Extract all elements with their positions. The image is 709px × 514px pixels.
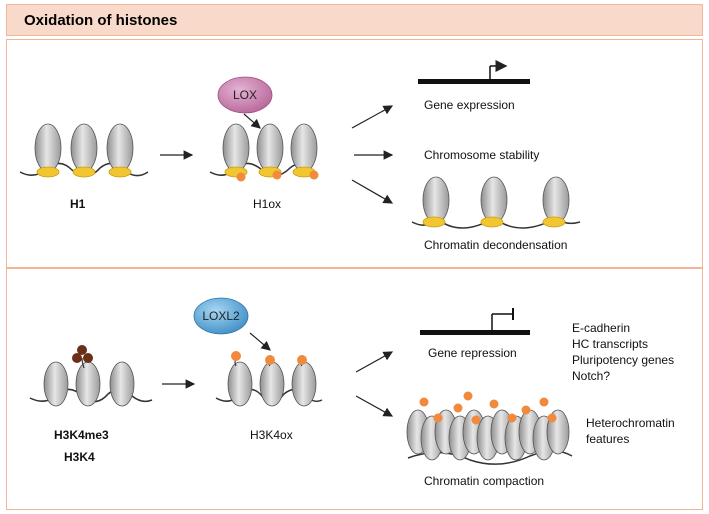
- chromosome-stability-label: Chromosome stability: [424, 148, 540, 162]
- oxidation-mark: [236, 172, 246, 182]
- nucleosome-icon: [70, 123, 98, 178]
- oxidation-mark: [433, 413, 443, 423]
- oxidation-mark: [265, 355, 275, 365]
- oxidation-mark: [419, 397, 429, 407]
- oxidation-mark: [309, 170, 319, 180]
- h3k4ox-label: H3K4ox: [250, 428, 293, 442]
- oxidation-mark: [297, 355, 307, 365]
- oxidation-mark: [272, 170, 282, 180]
- h3k4-label: H3K4: [64, 450, 95, 464]
- oxidation-mark: [453, 403, 463, 413]
- nucleosome-icon: [422, 176, 450, 228]
- h1ox-label: H1ox: [253, 197, 282, 211]
- oxidation-mark: [463, 391, 473, 401]
- nucleosome-icon: [106, 123, 134, 178]
- oxidation-mark: [507, 413, 517, 423]
- target-gene-label: HC transcripts: [572, 337, 649, 351]
- gene-expression-label: Gene expression: [424, 98, 515, 112]
- arrow-to-gene-repression: [355, 351, 394, 373]
- nucleosome-icon: [291, 355, 317, 407]
- nucleosome-icon: [109, 361, 135, 407]
- chromatin-decondensation-label: Chromatin decondensation: [424, 238, 568, 252]
- h1-chromatin-fiber: [19, 123, 149, 178]
- section-header: Oxidation of histones: [6, 4, 703, 36]
- nucleosome-icon: [256, 123, 284, 180]
- h3k4me3-chromatin-fiber: [29, 345, 153, 407]
- target-gene-label: Notch?: [572, 369, 611, 383]
- nucleosome-icon: [480, 176, 508, 228]
- oxidation-mark: [521, 405, 531, 415]
- decondensed-chromatin: [411, 176, 581, 229]
- h3k4-oxidation-panel: [6, 268, 703, 510]
- nucleosome-icon: [290, 123, 319, 180]
- loxl2-action-arrow: [249, 332, 271, 351]
- section-title: Oxidation of histones: [24, 12, 178, 29]
- trimethyl-mark: [72, 345, 93, 363]
- lox-enzyme: [217, 76, 273, 114]
- target-gene-label: E-cadherin: [572, 321, 631, 335]
- lox-label: LOX: [232, 88, 257, 102]
- oxidation-mark: [539, 397, 549, 407]
- h1-label: H1: [70, 197, 86, 211]
- target-gene-label: Pluripotency genes: [572, 353, 675, 367]
- loxl2-label: LOXL2: [202, 309, 240, 323]
- nucleosome-icon: [227, 351, 253, 407]
- gene-expression-icon: [418, 60, 530, 84]
- heterochromatin-features-label: features: [586, 432, 630, 446]
- nucleosome-icon: [222, 123, 250, 182]
- h1-oxidation-panel: [6, 39, 703, 268]
- h3k4me3-label: H3K4me3: [54, 428, 109, 442]
- gene-repression-label: Gene repression: [428, 346, 517, 360]
- gene-repression-icon: [420, 308, 530, 335]
- nucleosome-icon: [43, 361, 69, 407]
- oxidation-mark: [471, 415, 481, 425]
- nucleosome-icon: [34, 123, 62, 178]
- oxidation-mark: [489, 399, 499, 409]
- nucleosome-icon: [259, 355, 285, 407]
- compacted-chromatin: [406, 391, 573, 465]
- arrow-to-compaction: [355, 395, 394, 417]
- nucleosome-icon: [542, 176, 570, 228]
- h3k4ox-chromatin-fiber: [215, 351, 323, 407]
- heterochromatin-features-label: Heterochromatin: [586, 416, 675, 430]
- chromatin-compaction-label: Chromatin compaction: [424, 474, 545, 488]
- nucleosome-icon: [75, 361, 101, 407]
- arrow-to-decondensation: [351, 179, 394, 204]
- h1ox-chromatin-fiber: [209, 123, 319, 182]
- oxidation-mark: [547, 413, 557, 423]
- loxl2-enzyme: [193, 297, 249, 335]
- lox-action-arrow: [243, 113, 261, 129]
- arrow-to-gene-expression: [351, 105, 394, 129]
- oxidation-mark: [231, 351, 241, 361]
